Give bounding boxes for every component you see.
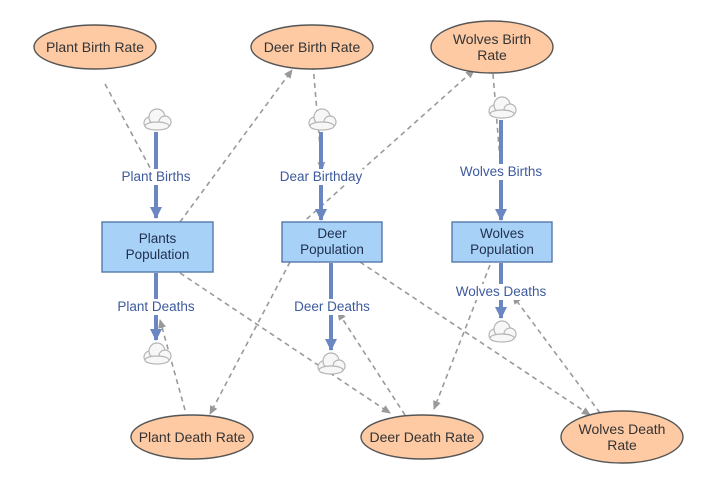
cloud-icon: [317, 352, 346, 375]
link-wolves-death-rate-to-wolves-deaths: [512, 295, 601, 414]
link-plants-to-deer-death-rate: [179, 272, 391, 414]
link-deer-death-rate-to-deer-deaths: [337, 311, 406, 416]
wolves-birth-rate-label: Wolves Birth Rate: [452, 31, 532, 63]
deer-population-box: [281, 221, 383, 263]
deer-death-rate-ellipse: [360, 414, 484, 460]
wolves-birth-rate-ellipse: [430, 20, 554, 74]
deer-deaths-label: Deer Deaths: [293, 299, 371, 315]
link-deer-to-wolves-birth-rate: [299, 69, 475, 226]
link-plant-birth-rate-to-plant-births: [104, 83, 156, 178]
link-deer-to-plant-death-rate: [209, 261, 291, 415]
link-plant-death-rate-to-plant-deaths: [158, 319, 186, 411]
wolves-death-rate-label: Wolves Death Rate: [578, 421, 666, 453]
wolves-population-label: Wolves Population: [470, 226, 534, 257]
cloud-icon: [488, 96, 517, 119]
plant-deaths-label: Plant Deaths: [116, 299, 196, 315]
dear-birthday-label: Dear Birthday: [278, 169, 364, 185]
plant-birth-rate-label: Plant Birth Rate: [45, 39, 145, 55]
link-wolves-to-deer-death-rate: [433, 264, 491, 410]
wolves-death-rate-ellipse: [560, 410, 684, 464]
plant-death-rate-label: Plant Death Rate: [138, 429, 246, 445]
deer-birth-rate-ellipse: [250, 24, 374, 70]
cloud-icon: [143, 108, 172, 131]
influence-links: [104, 64, 601, 416]
cloud-icon: [488, 320, 517, 343]
deer-population-label: Deer Population: [300, 226, 364, 257]
cloud-icon: [308, 108, 337, 131]
cloud-icon: [143, 342, 172, 365]
link-deer-to-wolves-death-rate: [359, 261, 591, 416]
plant-death-rate-ellipse: [130, 414, 254, 460]
wolves-deaths-label: Wolves Deaths: [454, 284, 548, 300]
plants-population-label: Plants Population: [125, 231, 190, 262]
wolves-population-box: [451, 221, 553, 263]
wolves-births-label: Wolves Births: [458, 164, 544, 180]
plants-population-box: [101, 221, 214, 273]
plant-birth-rate-ellipse: [33, 24, 157, 70]
plant-births-label: Plant Births: [120, 169, 192, 185]
deer-birth-rate-label: Deer Birth Rate: [263, 39, 361, 55]
deer-death-rate-label: Deer Death Rate: [369, 429, 475, 445]
link-plants-to-deer-birth-rate: [179, 69, 293, 223]
